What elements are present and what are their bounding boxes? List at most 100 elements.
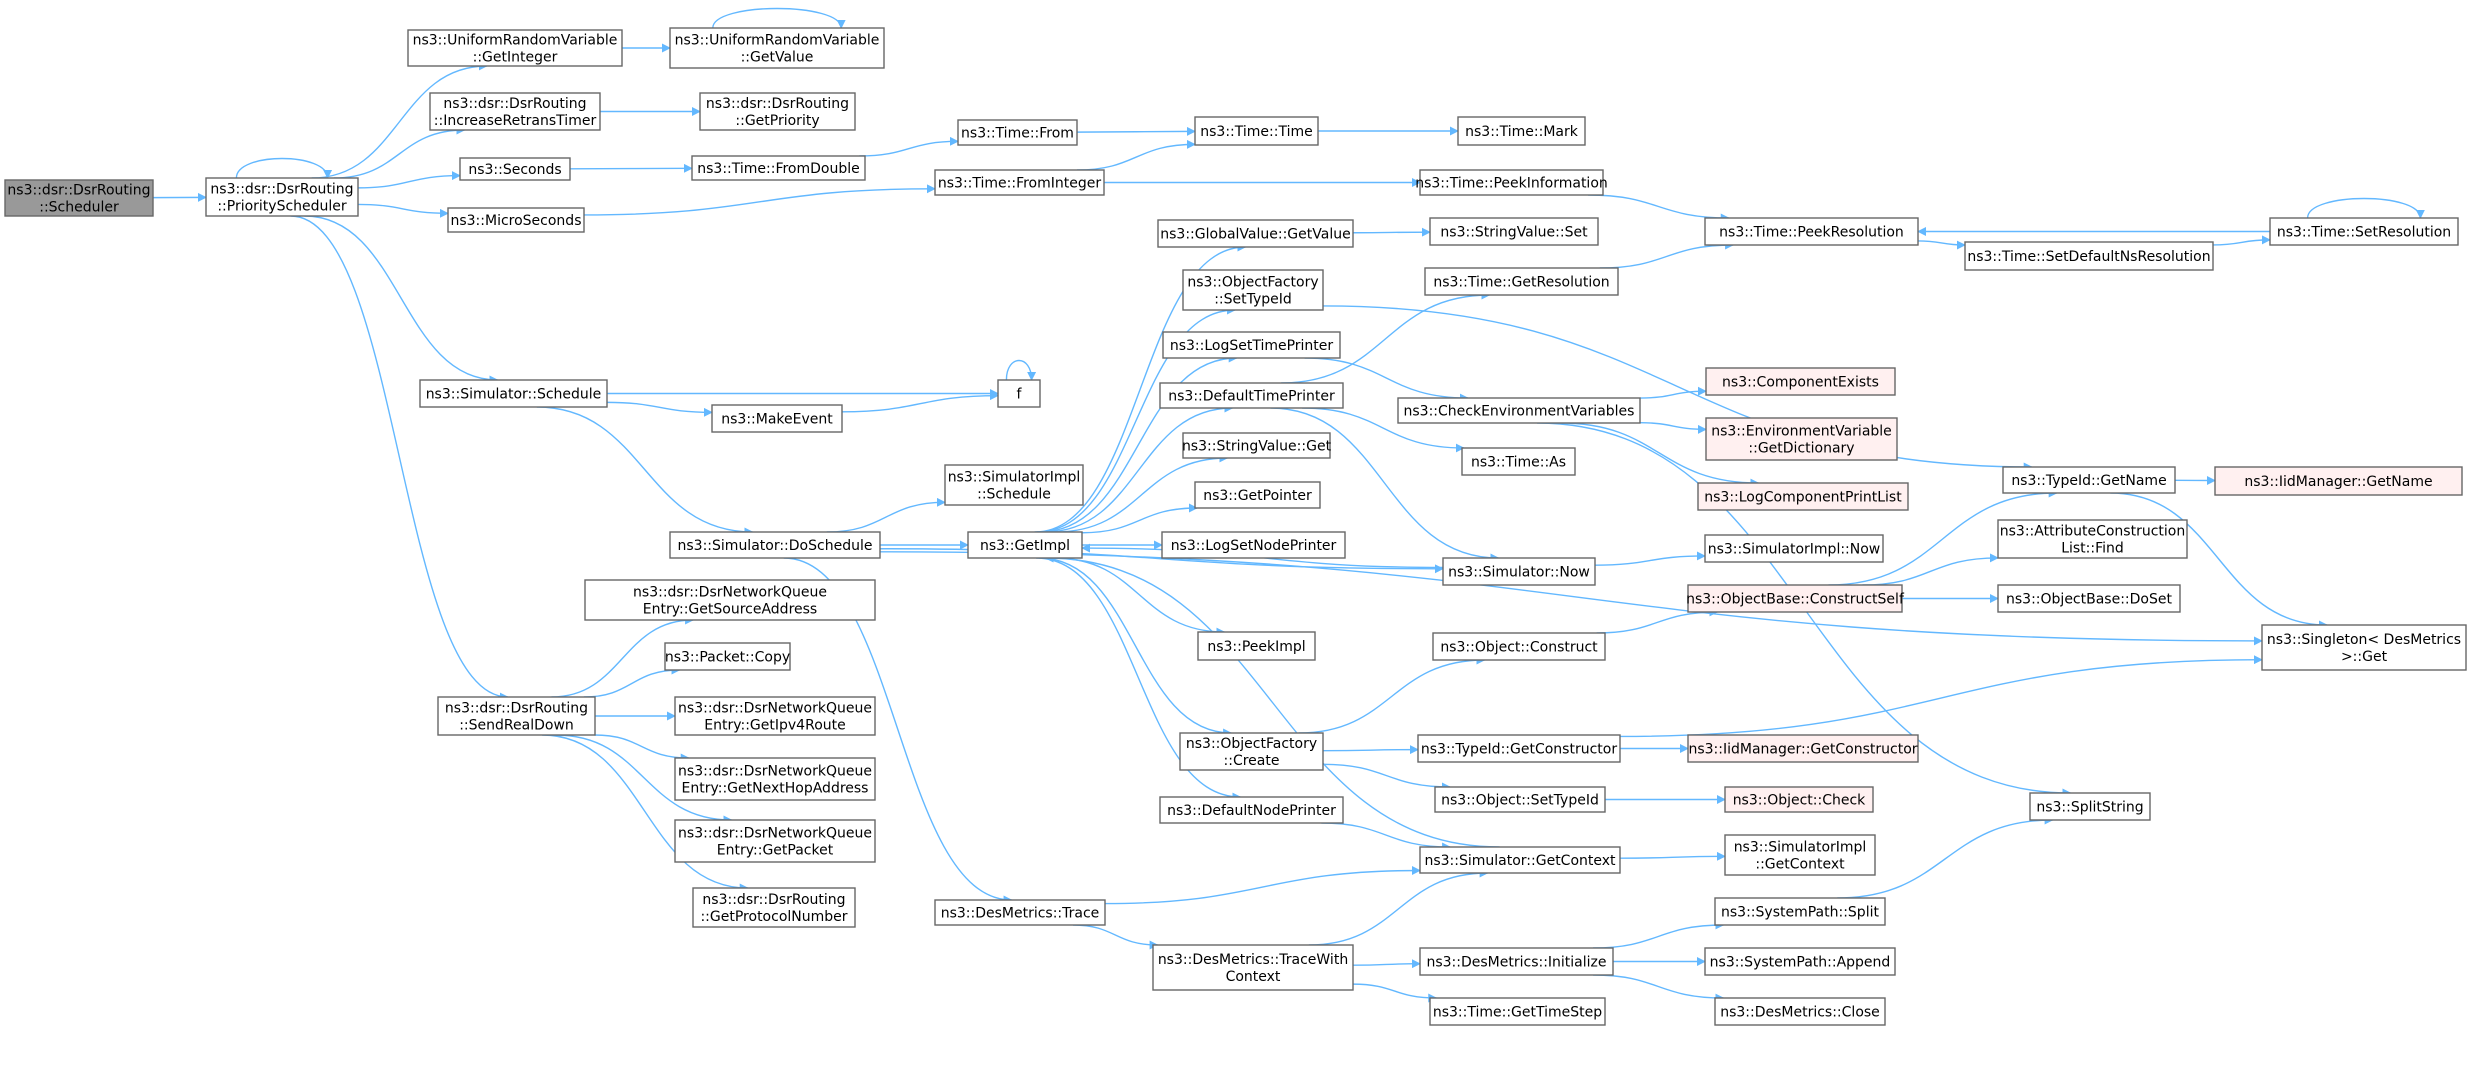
node-label: ns3::Time::FromInteger [938, 176, 1101, 192]
node-getImpl[interactable]: ns3::GetImpl [967, 531, 1083, 559]
node-ofSetTypeId[interactable]: ns3::ObjectFactory::SetTypeId [1182, 269, 1324, 311]
node-box [429, 92, 601, 131]
node-box [2029, 792, 2151, 821]
node-envGetDict[interactable]: ns3::EnvironmentVariable::GetDictionary [1705, 417, 1898, 461]
node-peekRes[interactable]: ns3::Time::PeekResolution [1704, 217, 1919, 246]
node-box [1417, 734, 1621, 763]
node-defaultNodePrinter[interactable]: ns3::DefaultNodePrinter [1159, 796, 1344, 824]
node-label: ::GetValue [741, 50, 814, 66]
node-label: ns3::ComponentExists [1722, 375, 1879, 391]
node-seconds[interactable]: ns3::Seconds [459, 157, 571, 181]
node-simNow[interactable]: ns3::Simulator::Now [1442, 557, 1596, 586]
node-box [1461, 447, 1576, 476]
edge-simGetContext-to-getImpl [1044, 553, 1500, 848]
node-getPacket[interactable]: ns3::dsr::DsrNetworkQueueEntry::GetPacke… [674, 819, 876, 863]
node-simDoSchedule[interactable]: ns3::Simulator::DoSchedule [669, 531, 881, 559]
edge-getImpl-to-defaultNodePrinter [1036, 557, 1242, 802]
node-box [967, 531, 1083, 559]
node-spSplit[interactable]: ns3::SystemPath::Split [1714, 897, 1886, 926]
node-microSeconds[interactable]: ns3::MicroSeconds [447, 207, 585, 233]
node-box [1687, 584, 1903, 613]
node-root[interactable]: ns3::dsr::DsrRouting::Scheduler [4, 179, 154, 217]
node-logSetTimePrinter[interactable]: ns3::LogSetTimePrinter [1162, 331, 1341, 359]
node-iidGetName[interactable]: ns3::IidManager::GetName [2214, 466, 2463, 496]
node-packetCopy[interactable]: ns3::Packet::Copy [664, 642, 791, 671]
node-simGetContext[interactable]: ns3::Simulator::GetContext [1419, 846, 1621, 874]
node-simImplGetContext[interactable]: ns3::SimulatorImpl::GetContext [1724, 834, 1876, 876]
edge-typeIdGetConstr-to-singletonGet [1619, 655, 2263, 738]
node-timeFromInteger[interactable]: ns3::Time::FromInteger [934, 169, 1105, 196]
node-gvGetValue[interactable]: ns3::GlobalValue::GetValue [1157, 219, 1354, 248]
node-simSchedule[interactable]: ns3::Simulator::Schedule [419, 379, 608, 408]
node-obConstructSelf[interactable]: ns3::ObjectBase::ConstructSelf [1686, 584, 1905, 613]
node-dmInit[interactable]: ns3::DesMetrics::Initialize [1419, 947, 1614, 976]
node-label: ::Scheduler [39, 200, 119, 216]
node-label: ns3::SimulatorImpl [948, 470, 1081, 486]
node-box [1159, 796, 1344, 824]
node-compExists[interactable]: ns3::ComponentExists [1705, 367, 1896, 396]
node-label: ns3::Time::PeekInformation [1415, 176, 1608, 192]
edge-ofCreate-to-objConstruct [1298, 655, 1486, 734]
edge-f-to-f [1005, 360, 1037, 381]
node-label: ns3::GetPointer [1203, 488, 1312, 504]
node-simImplSchedule[interactable]: ns3::SimulatorImpl::Schedule [944, 464, 1084, 506]
node-getPriority[interactable]: ns3::dsr::DsrRouting::GetPriority [699, 92, 856, 131]
node-sendRealDown[interactable]: ns3::dsr::DsrRouting::SendRealDown [437, 696, 596, 736]
node-nextHop[interactable]: ns3::dsr::DsrNetworkQueueEntry::GetNextH… [674, 757, 876, 801]
node-singletonGet[interactable]: ns3::Singleton< DesMetrics>::Get [2261, 624, 2467, 671]
node-setRes[interactable]: ns3::Time::SetResolution [2269, 217, 2459, 246]
edge-simDoSchedule-to-singletonGet [879, 551, 2263, 646]
node-dmClose[interactable]: ns3::DesMetrics::Close [1714, 997, 1886, 1026]
node-incRetrans[interactable]: ns3::dsr::DsrRouting::IncreaseRetransTim… [429, 92, 601, 131]
node-svGet[interactable]: ns3::StringValue::Get [1182, 432, 1332, 459]
node-iidGetConstr[interactable]: ns3::IidManager::GetConstructor [1687, 734, 1919, 763]
node-obDoSet[interactable]: ns3::ObjectBase::DoSet [1997, 584, 2181, 613]
edge-dmTrace-to-dmTraceWith [1072, 924, 1159, 950]
node-timeStep[interactable]: ns3::Time::GetTimeStep [1429, 997, 1606, 1026]
node-objConstruct[interactable]: ns3::Object::Construct [1432, 632, 1606, 661]
node-getPointer[interactable]: ns3::GetPointer [1194, 481, 1321, 509]
edge-peekInfo-to-peekRes [1588, 194, 1730, 223]
node-splitString[interactable]: ns3::SplitString [2029, 792, 2151, 821]
node-svSet[interactable]: ns3::StringValue::Set [1429, 217, 1599, 246]
edge-getImpl-to-svGet [1055, 453, 1229, 533]
node-peekInfo[interactable]: ns3::Time::PeekInformation [1415, 169, 1608, 196]
node-checkEnv[interactable]: ns3::CheckEnvironmentVariables [1397, 397, 1641, 424]
node-ipv4Route[interactable]: ns3::dsr::DsrNetworkQueueEntry::GetIpv4R… [674, 696, 876, 736]
node-box [1705, 417, 1898, 461]
node-logCompPrint[interactable]: ns3::LogComponentPrintList [1697, 482, 1909, 511]
node-objSetTypeId[interactable]: ns3::Object::SetTypeId [1434, 786, 1606, 813]
node-timeFromDouble[interactable]: ns3::Time::FromDouble [691, 155, 866, 181]
node-makeEvent[interactable]: ns3::MakeEvent [711, 404, 843, 433]
node-timeMark[interactable]: ns3::Time::Mark [1457, 116, 1586, 146]
node-protoNumber[interactable]: ns3::dsr::DsrRouting::GetProtocolNumber [692, 887, 856, 928]
node-ps[interactable]: ns3::dsr::DsrRouting::PriorityScheduler [205, 177, 359, 217]
node-label: f [1017, 387, 1023, 403]
node-urvGetInt[interactable]: ns3::UniformRandomVariable::GetInteger [407, 29, 623, 67]
node-getResolution[interactable]: ns3::Time::GetResolution [1424, 267, 1619, 296]
node-spAppend[interactable]: ns3::SystemPath::Append [1704, 947, 1896, 976]
node-f[interactable]: f [997, 379, 1041, 408]
node-typeIdGetName[interactable]: ns3::TypeId::GetName [2002, 466, 2176, 494]
node-urvGetVal[interactable]: ns3::UniformRandomVariable::GetValue [669, 27, 885, 69]
node-box [1397, 397, 1641, 424]
node-label: ::SendRealDown [459, 718, 574, 734]
node-timeAs[interactable]: ns3::Time::As [1461, 447, 1576, 476]
node-setDefNsRes[interactable]: ns3::Time::SetDefaultNsResolution [1964, 241, 2214, 271]
node-objCheck[interactable]: ns3::Object::Check [1724, 786, 1874, 813]
node-simImplNow[interactable]: ns3::SimulatorImpl::Now [1704, 534, 1884, 563]
node-label: ::IncreaseRetransTimer [434, 113, 597, 129]
node-defaultTimePrinter[interactable]: ns3::DefaultTimePrinter [1159, 382, 1344, 409]
node-label: ns3::SimulatorImpl [1734, 840, 1867, 856]
node-logSetNodePrinter[interactable]: ns3::LogSetNodePrinter [1161, 531, 1346, 559]
node-typeIdGetConstr[interactable]: ns3::TypeId::GetConstructor [1417, 734, 1621, 763]
node-timeFrom[interactable]: ns3::Time::From [957, 119, 1078, 146]
node-dmTrace[interactable]: ns3::DesMetrics::Trace [934, 899, 1106, 926]
node-peekImpl[interactable]: ns3::PeekImpl [1197, 631, 1316, 661]
node-srcAddr[interactable]: ns3::dsr::DsrNetworkQueueEntry::GetSourc… [584, 579, 876, 621]
node-timeTime[interactable]: ns3::Time::Time [1194, 116, 1319, 146]
node-ofCreate[interactable]: ns3::ObjectFactory::Create [1179, 732, 1324, 771]
node-box [1724, 834, 1876, 876]
